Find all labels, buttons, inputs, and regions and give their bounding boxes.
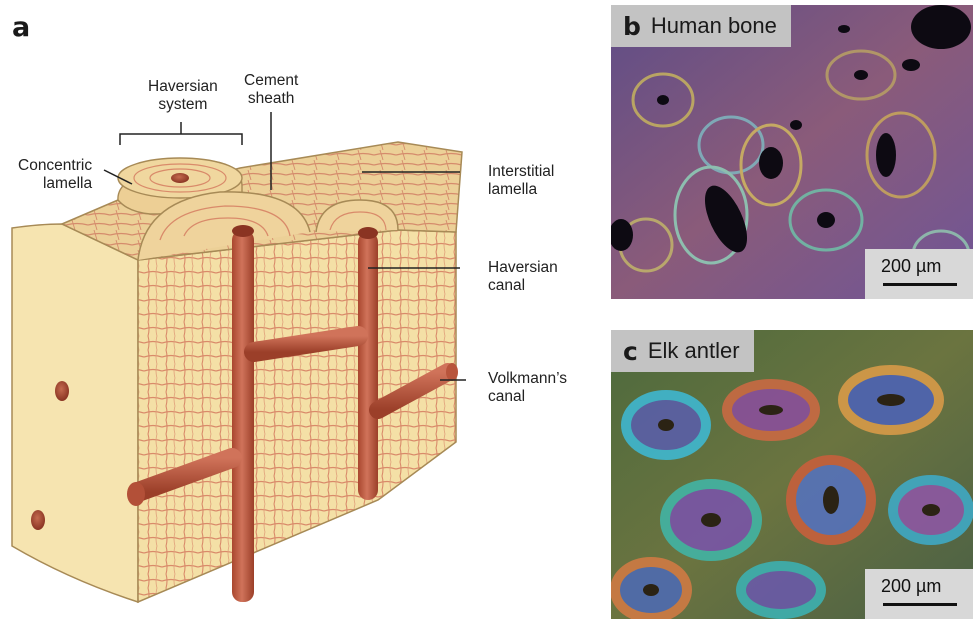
elk-antler-micrograph: c Elk antler 200 µm — [611, 330, 973, 619]
human-bone-micrograph: b Human bone 200 µm — [611, 5, 973, 299]
human-bone-title: Human bone — [651, 13, 777, 39]
bone-side-face — [12, 224, 138, 602]
human-bone-tag: b Human bone — [611, 5, 791, 47]
cement-sheath-label: Cement sheath — [244, 72, 298, 108]
side-hole-2 — [31, 510, 45, 530]
elk-antler-title: Elk antler — [648, 338, 740, 364]
haversian-canal-2 — [358, 232, 378, 500]
panel-b-letter: b — [623, 12, 641, 41]
interstitial-lamella-label: Interstitial lamella — [488, 163, 554, 199]
volkmanns-canal-label: Volkmann’s canal — [488, 370, 567, 406]
elk-antler-scale-bar: 200 µm — [865, 569, 973, 619]
haversian-canal-1 — [232, 230, 254, 602]
bone-front-face — [138, 230, 456, 602]
haversian-system-bracket — [120, 134, 242, 145]
panel-c-letter: c — [623, 337, 638, 366]
bone-structure-diagram — [0, 0, 600, 619]
side-hole-1 — [55, 381, 69, 401]
human-bone-scale-bar: 200 µm — [865, 249, 973, 299]
haversian-canal-label: Haversian canal — [488, 259, 558, 295]
osteon-canal-hole — [171, 173, 189, 183]
elk-antler-tag: c Elk antler — [611, 330, 754, 372]
concentric-lamella-label: Concentric lamella — [18, 157, 92, 193]
haversian-system-label: Haversian system — [148, 78, 218, 114]
